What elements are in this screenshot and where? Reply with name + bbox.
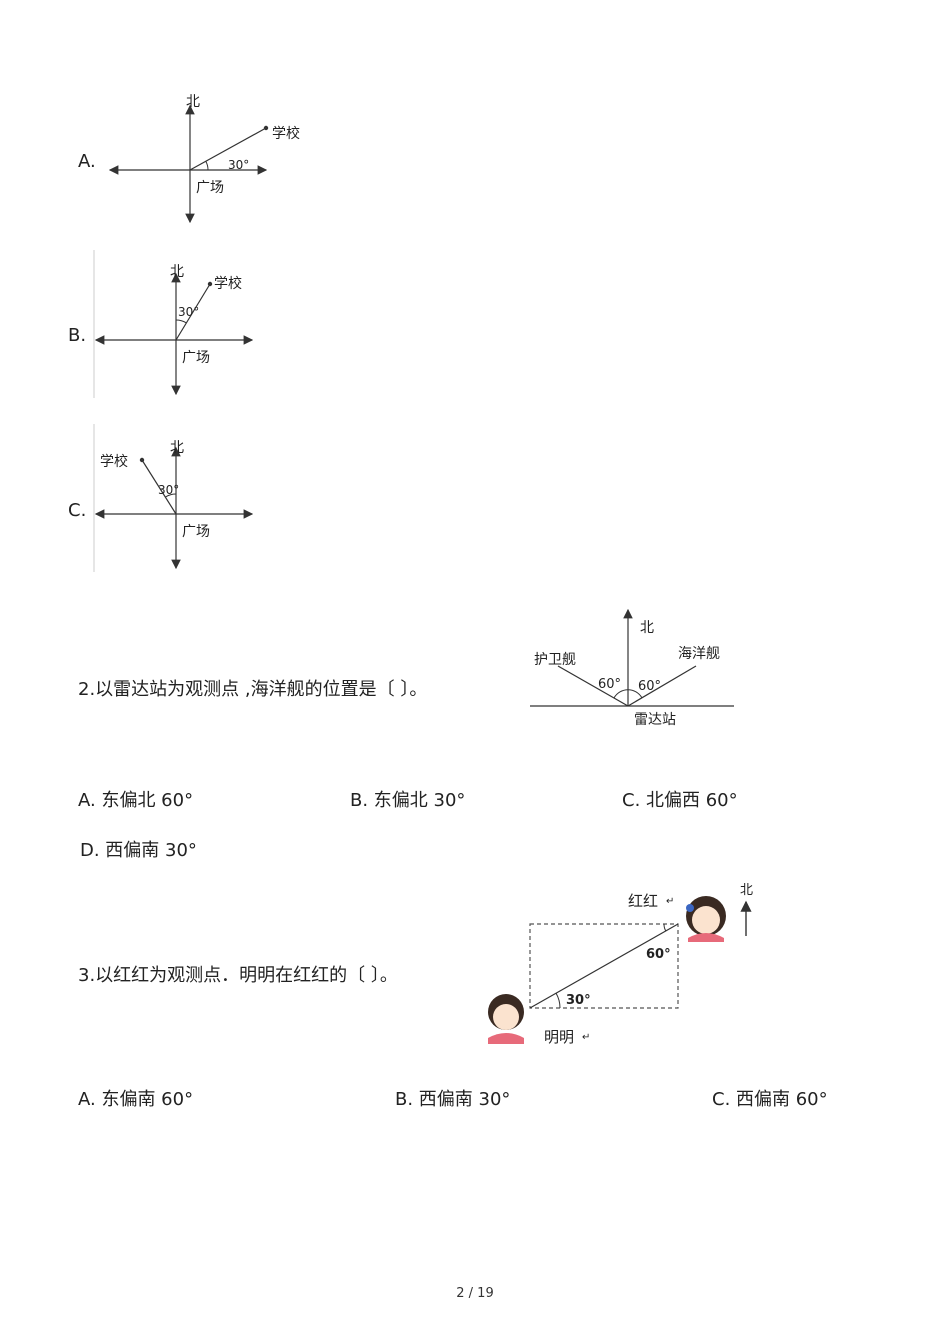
school-ray xyxy=(141,459,177,515)
angle-left-label: 60° xyxy=(598,677,621,692)
angle-bottom-label: 30° xyxy=(566,993,591,1008)
square-label: 广场 xyxy=(182,350,210,366)
square-label: 广场 xyxy=(182,524,210,540)
honghong-label: 红红 xyxy=(628,892,658,910)
question-2-text: 2.以雷达站为观测点 ,海洋舰的位置是〔 〕。 xyxy=(78,679,428,700)
option-c-label: C. xyxy=(68,500,87,521)
angle-label: 30° xyxy=(178,305,199,319)
square-label: 广场 xyxy=(196,180,224,196)
svg-text:↵: ↵ xyxy=(666,896,674,907)
school-ray xyxy=(175,283,211,341)
school-point xyxy=(207,281,213,287)
mingming-label: 明明 xyxy=(544,1028,574,1046)
dashed-rectangle xyxy=(529,923,679,1009)
page-number: 2 / 19 xyxy=(456,1286,494,1301)
question-3-text: 3.以红红为观测点．明明在红红的〔 〕。 xyxy=(78,965,398,986)
q2-choice-a[interactable]: A. 东偏北 60° xyxy=(78,790,194,811)
q3-choice-b[interactable]: B. 西偏南 30° xyxy=(395,1089,511,1110)
option-b-label: B. xyxy=(68,325,87,346)
north-label: 北 xyxy=(170,440,184,456)
sight-line xyxy=(529,923,679,1009)
frigate-label: 护卫舰 xyxy=(534,652,576,668)
q2-choice-b[interactable]: B. 东偏北 30° xyxy=(350,790,466,811)
option-a-diagram: 北 学校 30° 广场 xyxy=(108,94,300,224)
option-c-diagram: 北 学校 30° 广场 xyxy=(93,424,254,572)
option-a-label: A. xyxy=(78,151,96,172)
angle-label: 30° xyxy=(158,483,179,497)
school-label: 学校 xyxy=(100,453,128,470)
north-label: 北 xyxy=(740,883,753,898)
north-label: 北 xyxy=(170,264,184,280)
option-b-diagram: 北 学校 30° 广场 xyxy=(93,250,254,398)
q2-choice-c[interactable]: C. 北偏西 60° xyxy=(622,790,738,811)
ocean-ship-ray xyxy=(627,665,697,707)
ocean-ship-label: 海洋舰 xyxy=(678,646,720,662)
school-label: 学校 xyxy=(272,125,300,142)
school-point xyxy=(263,125,269,131)
mingming-avatar xyxy=(488,994,524,1044)
school-point xyxy=(139,457,145,463)
radar-label: 雷达站 xyxy=(634,712,676,728)
honghong-avatar xyxy=(686,896,726,942)
q2-choice-d[interactable]: D. 西偏南 30° xyxy=(80,840,197,861)
q3-choice-c[interactable]: C. 西偏南 60° xyxy=(712,1089,828,1110)
angle-top-label: 60° xyxy=(646,947,671,962)
north-label: 北 xyxy=(640,620,654,636)
question-3-diagram: 30° 60° 红红 ↵ 明明 ↵ 北 xyxy=(488,883,753,1046)
q3-choice-a[interactable]: A. 东偏南 60° xyxy=(78,1089,194,1110)
angle-label: 30° xyxy=(228,158,249,172)
north-label: 北 xyxy=(186,94,200,110)
svg-text:↵: ↵ xyxy=(582,1032,590,1043)
school-ray xyxy=(189,127,267,171)
school-label: 学校 xyxy=(214,275,242,292)
question-2-diagram: 北 护卫舰 海洋舰 60° 60° 雷达站 xyxy=(530,608,734,728)
angle-right-label: 60° xyxy=(638,679,661,694)
frigate-ray xyxy=(557,665,629,707)
